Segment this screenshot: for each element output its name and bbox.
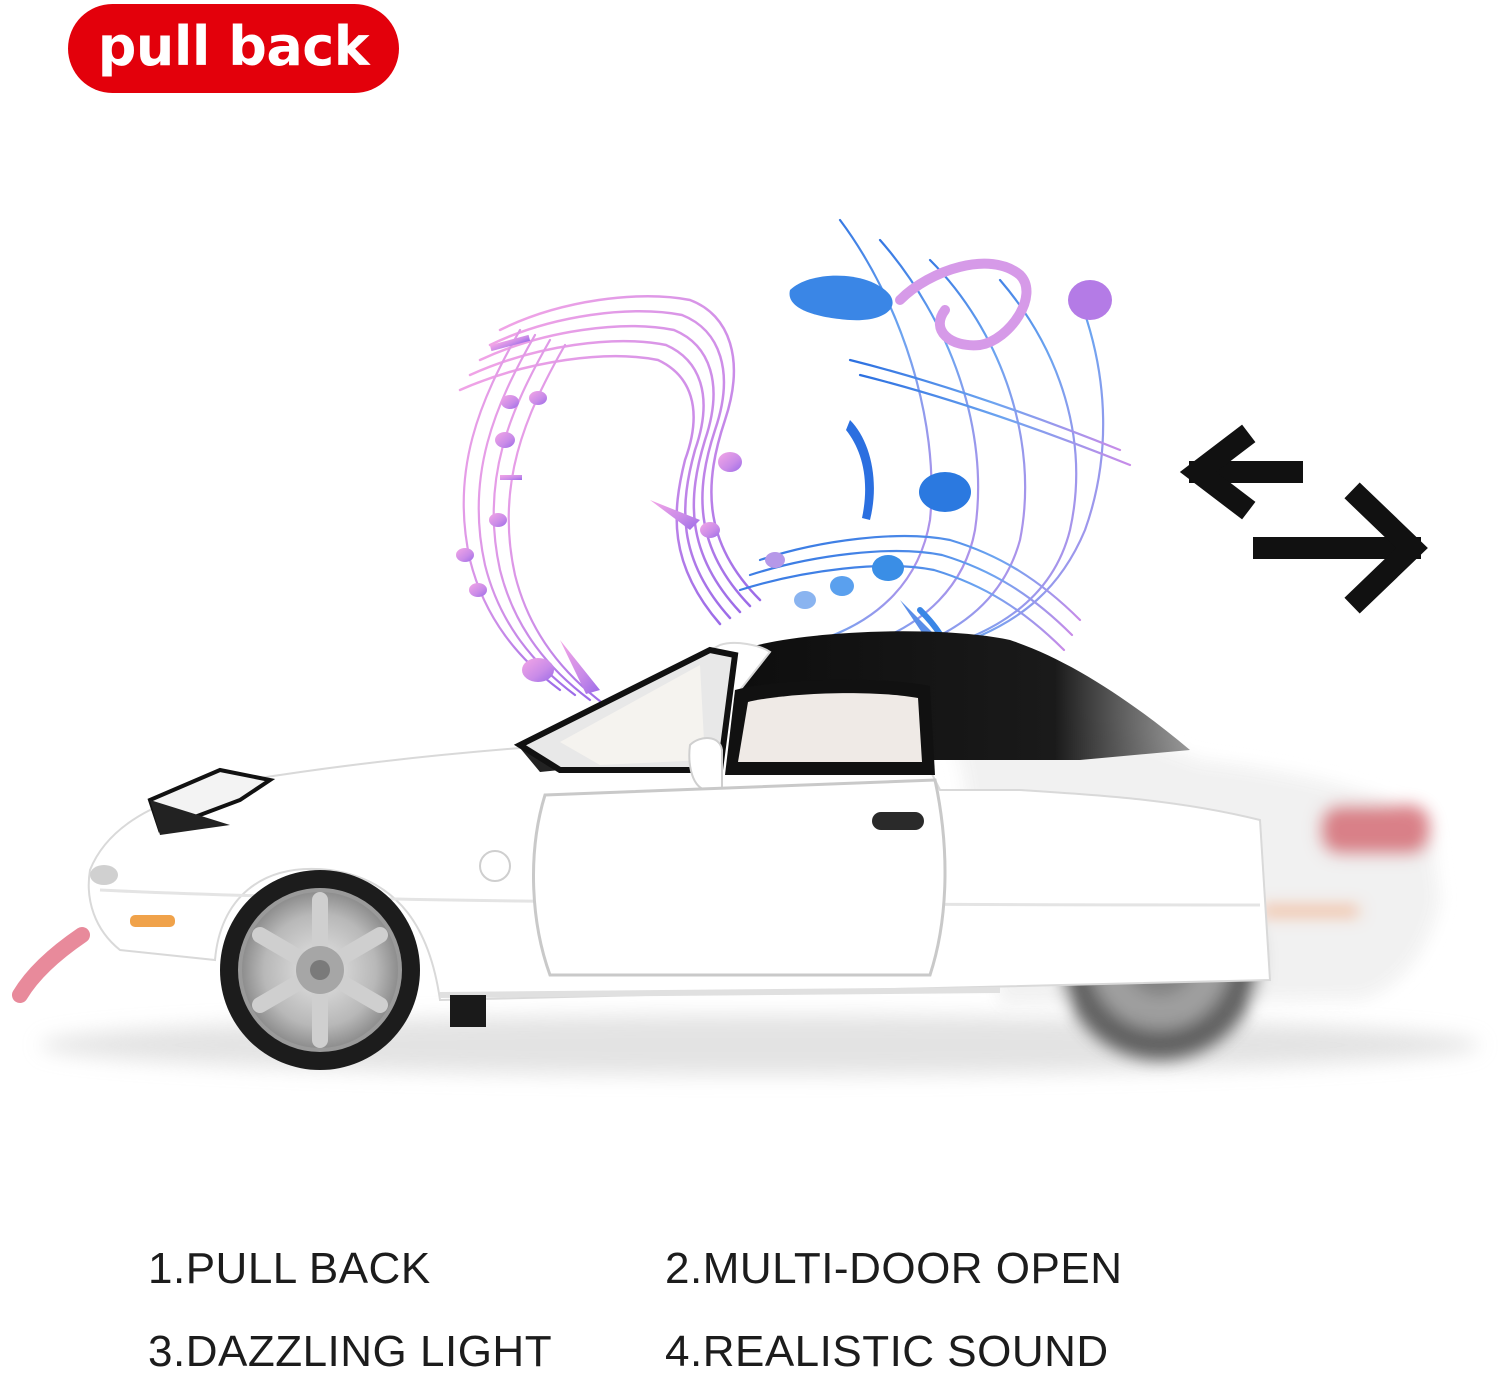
- pull-back-car-image: [12, 631, 1480, 1075]
- feature-pull-back: 1.PULL BACK: [148, 1244, 431, 1293]
- pull-back-badge: pull back: [68, 4, 399, 93]
- music-notes-icon: [456, 295, 762, 707]
- left-arrow-icon: [1179, 424, 1303, 520]
- feature-dazzling-light: 3.DAZZLING LIGHT: [148, 1327, 553, 1376]
- right-arrow-icon: [1253, 482, 1428, 614]
- feature-realistic-sound: 4.REALISTIC SOUND: [665, 1327, 1109, 1376]
- feature-multi-door-open: 2.MULTI-DOOR OPEN: [665, 1244, 1123, 1293]
- music-notes-icon: [738, 218, 1132, 655]
